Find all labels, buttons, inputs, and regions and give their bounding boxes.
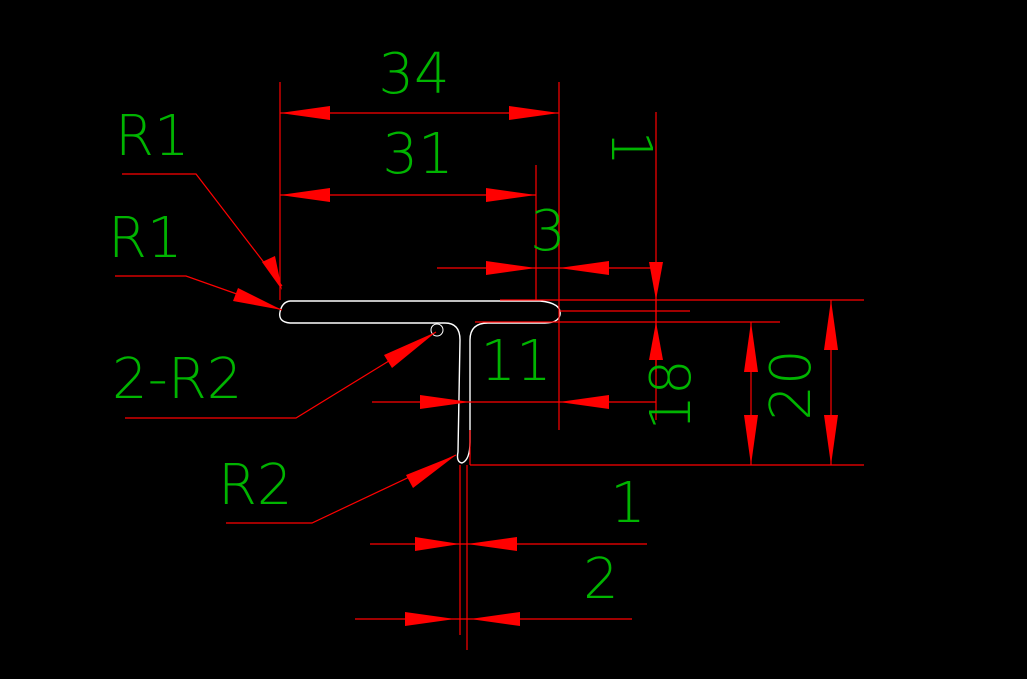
label-31: 31 [382, 122, 453, 187]
t-profile-path [279, 300, 561, 464]
dim-18 [744, 322, 758, 465]
callout-r1-mid: R1 [108, 206, 183, 271]
label-11: 11 [480, 329, 551, 394]
dim-31 [280, 188, 536, 202]
leader-r1-top [122, 173, 283, 290]
inner-fillet-arc [430, 323, 444, 337]
dim-web-2 [355, 612, 632, 626]
label-3: 3 [530, 199, 566, 264]
leader-2r2 [125, 331, 437, 419]
dim-flange-1 [649, 262, 663, 372]
callout-2r2: 2-R2 [112, 347, 242, 412]
leader-r1-mid [115, 275, 283, 311]
dim-11 [372, 395, 656, 409]
dim-3 [437, 261, 656, 275]
label-web-1: 1 [610, 471, 646, 536]
dim-web-1 [370, 537, 647, 551]
dim-34 [280, 106, 559, 120]
label-flange-1: 1 [598, 130, 663, 166]
dim-20 [824, 300, 838, 465]
label-18: 18 [639, 359, 704, 430]
callout-r2: R2 [218, 453, 293, 518]
leader-r2 [226, 454, 457, 524]
t-profile-outline [279, 300, 561, 464]
label-34: 34 [378, 42, 449, 107]
label-20: 20 [759, 349, 824, 420]
label-web-2: 2 [583, 547, 619, 612]
callout-r1-top: R1 [115, 104, 190, 169]
